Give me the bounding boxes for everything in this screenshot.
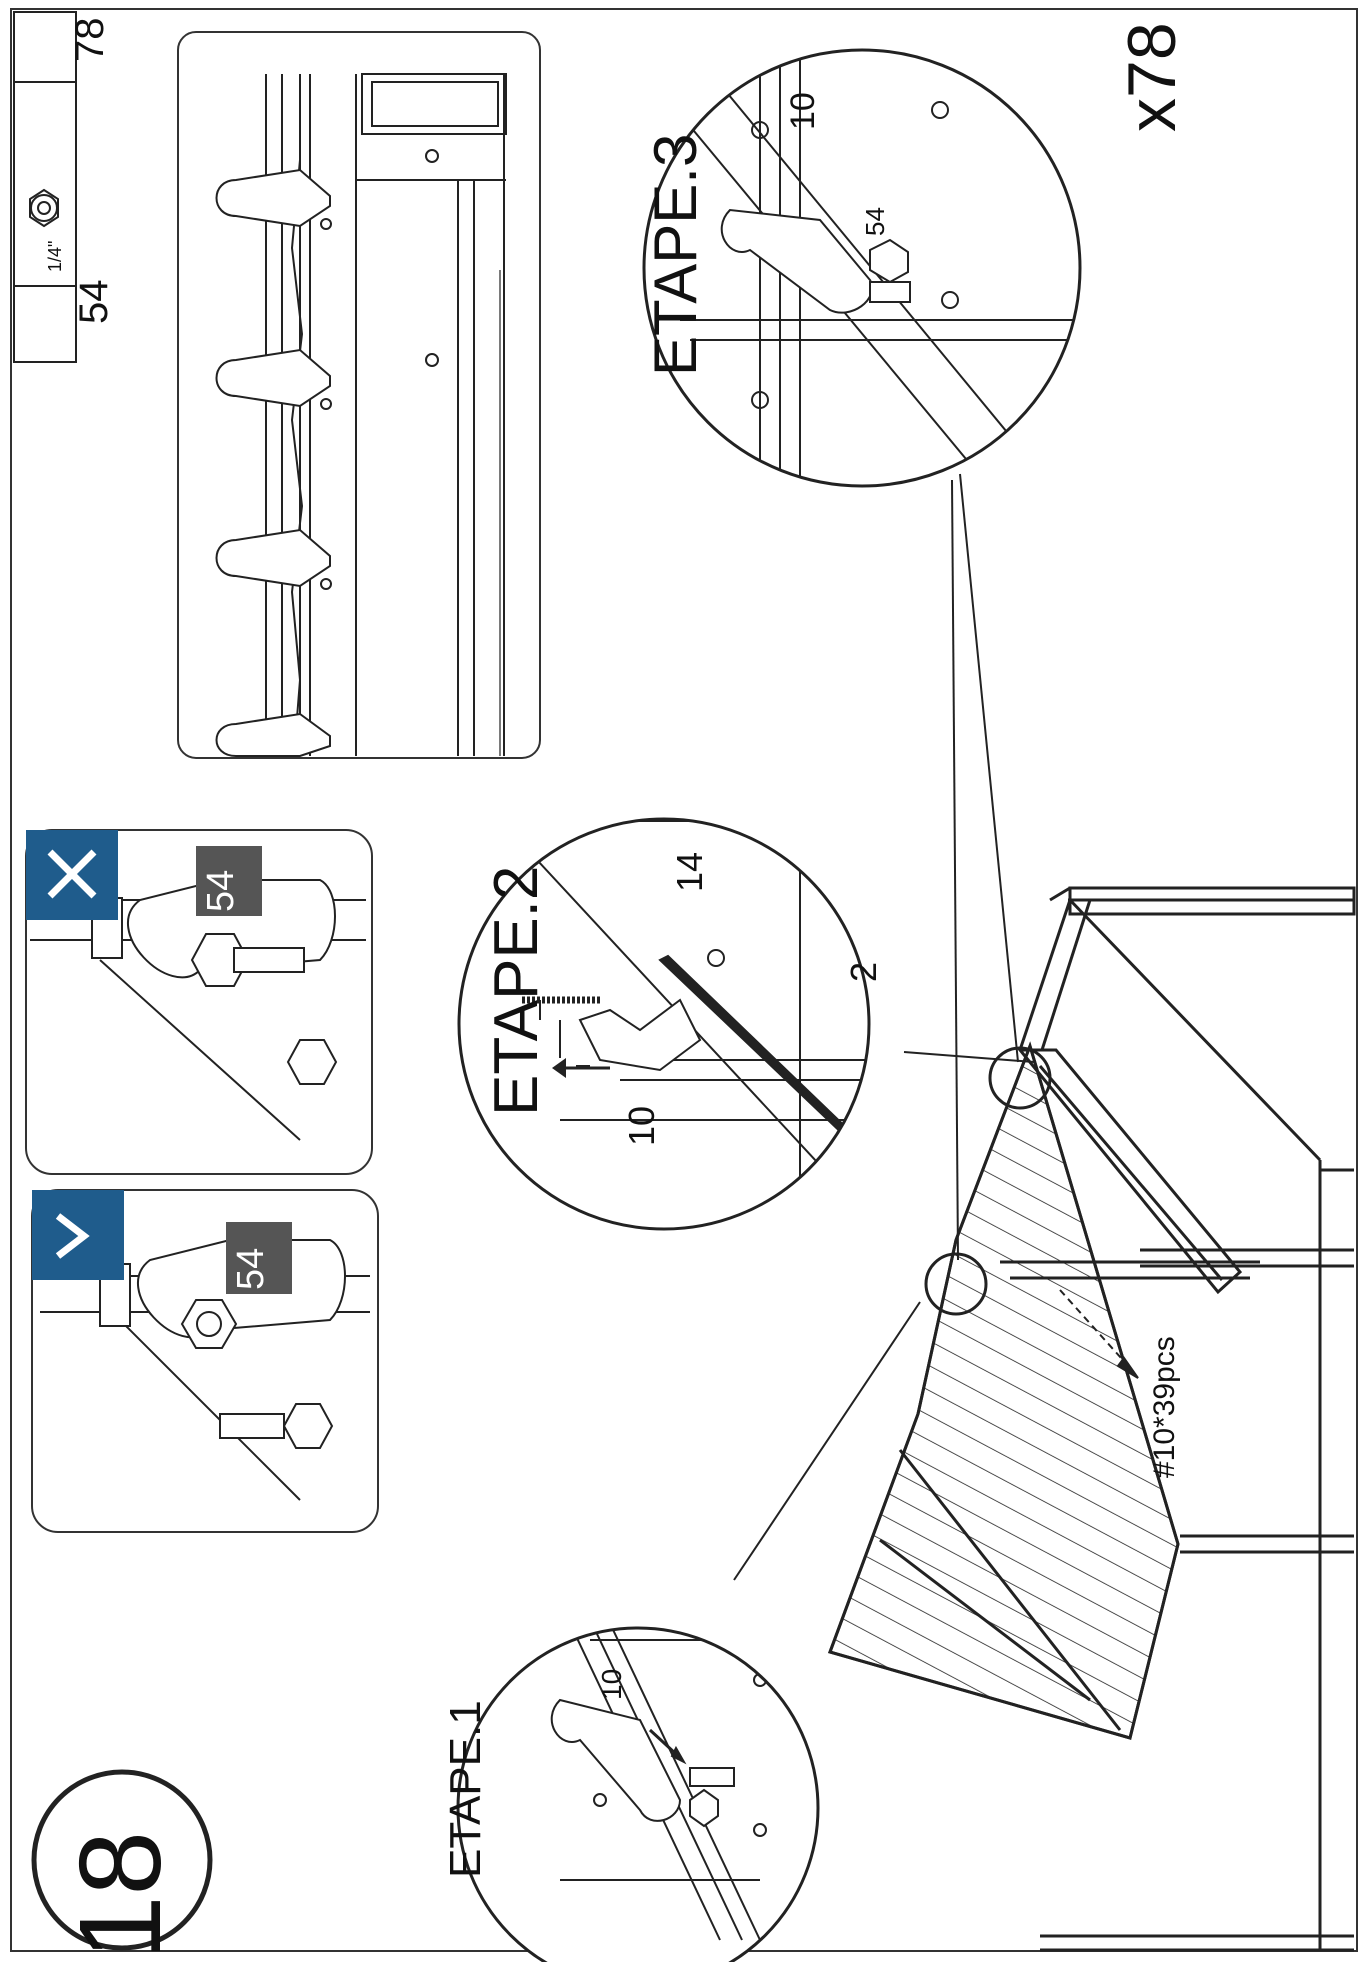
parts-table-part-size: 1/4" xyxy=(45,240,65,272)
step-number: 18 xyxy=(55,1830,185,1960)
detail-view-brackets xyxy=(215,168,332,757)
stage-1-label: ETAPE.1 xyxy=(441,1700,490,1878)
stage-1-callout: 10 xyxy=(596,1668,627,1700)
incorrect-example-frame xyxy=(25,829,373,1175)
parts-table xyxy=(13,11,77,363)
quantity-label: x78 xyxy=(1114,22,1190,132)
stage-1-circle xyxy=(456,1626,820,1962)
panel-arrow xyxy=(1059,1289,1139,1379)
incorrect-example-drawing xyxy=(30,879,366,1141)
panel-annotation: #10*39pcs xyxy=(1148,1336,1181,1478)
checkmark-icon xyxy=(32,1190,124,1280)
stage-3-callout-10: 10 xyxy=(784,92,822,130)
stage-3-circle xyxy=(642,48,1082,488)
shed-frame xyxy=(1000,886,1356,1952)
stage-3-label: ETAPE.3 xyxy=(642,133,709,376)
stage-3-callout-54: 54 xyxy=(860,207,890,236)
correct-example-frame xyxy=(31,1189,379,1533)
correct-part-label: 54 xyxy=(230,1247,272,1290)
parts-table-part-id: 54 xyxy=(72,279,116,325)
stage-2-callout-10: 10 xyxy=(621,1105,662,1146)
parts-table-quantity: 78 xyxy=(68,17,112,63)
stage-2-arrow xyxy=(552,1058,610,1078)
stage-2-label: ETAPE.2 xyxy=(482,865,551,1116)
leader-lines xyxy=(733,473,1035,1581)
incorrect-part-label: 54 xyxy=(200,869,242,912)
roof-panel xyxy=(828,1041,1180,1740)
stage-2-callout-14: 14 xyxy=(669,851,710,892)
detail-view-frame xyxy=(177,31,541,759)
step-number-circle xyxy=(31,1769,213,1951)
cross-icon xyxy=(26,830,118,920)
stage-2-callout-2: 2 xyxy=(843,961,884,982)
stage-2-circle xyxy=(457,817,871,1231)
incorrect-part-tag xyxy=(196,846,262,916)
model-detail-circles xyxy=(924,1046,1052,1316)
flange-nut-icon xyxy=(29,188,59,228)
roof-beam xyxy=(1016,899,1243,1295)
correct-part-tag xyxy=(226,1222,292,1294)
